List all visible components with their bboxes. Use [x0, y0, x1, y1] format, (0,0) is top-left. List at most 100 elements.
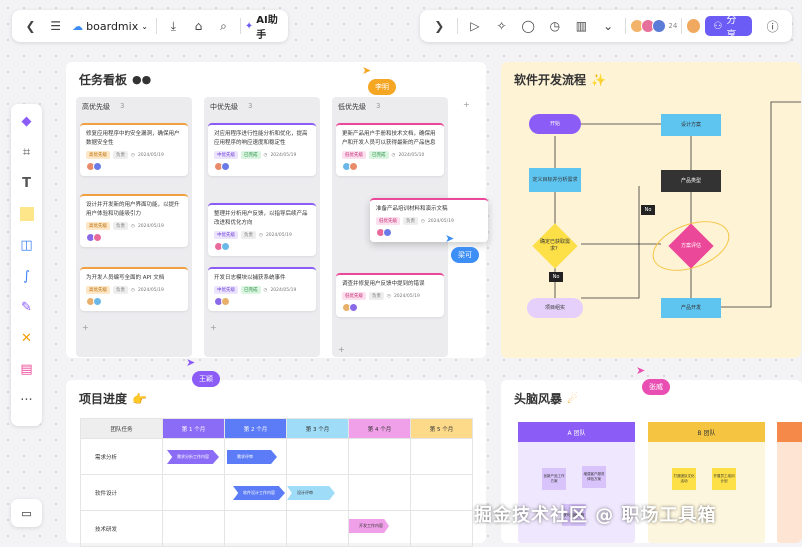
- flow-node-type[interactable]: 产品类型: [661, 170, 721, 192]
- download-icon[interactable]: ⤓: [170, 18, 176, 33]
- mindmap-icon[interactable]: ✕: [21, 330, 32, 346]
- task-card[interactable]: 更新产品用户手册和技术文档，确保用户和开发人员可以获得最新的产品信息 低优先级已…: [336, 123, 444, 176]
- celebrate-icon[interactable]: ✧: [496, 19, 507, 33]
- column-count: 3: [248, 102, 253, 110]
- priority-tag: 高优先级: [86, 222, 110, 230]
- avatar: [349, 303, 358, 312]
- card-date: 2024/05/19: [137, 287, 164, 293]
- column-count: 3: [120, 102, 125, 110]
- gantt-header-task: 团队任务: [80, 418, 163, 439]
- flow-node-doc[interactable]: 项目组实: [527, 298, 583, 318]
- gantt-bar[interactable]: 软件设计工作内容: [233, 486, 285, 500]
- task-card[interactable]: 修复应用程序中的安全漏洞，确保用户数据安全性 高优先级负责◷2024/05/19: [80, 123, 188, 176]
- progress-panel[interactable]: 项目进度 👉 团队任务 第 1 个月 第 2 个月 第 3 个月 第 4 个月 …: [66, 380, 486, 547]
- pen-icon[interactable]: ✎: [21, 299, 32, 315]
- card-title: 为开发人员编写全面的 API 文档: [86, 275, 165, 281]
- kanban-column-high: 高优先级 3 修复应用程序中的安全漏洞，确保用户数据安全性 高优先级负责◷2024…: [76, 97, 192, 357]
- add-column-button[interactable]: +: [463, 100, 470, 109]
- frame-icon[interactable]: ⌗: [22, 144, 31, 160]
- back-icon[interactable]: ❮: [25, 19, 36, 33]
- task-card[interactable]: 对应用程序进行性能分析和优化，提高应用程序的响应速度和稳定性 中优先级已完成◷2…: [208, 123, 316, 176]
- flow-node-design[interactable]: 设计方案: [661, 114, 721, 136]
- comment-icon[interactable]: ◯: [521, 19, 535, 33]
- gantt-bar[interactable]: 设计评审: [287, 486, 335, 500]
- divider: [625, 18, 627, 34]
- chart-icon[interactable]: ▥: [575, 19, 588, 33]
- eyes-icon: ●●: [132, 73, 152, 86]
- user-avatar[interactable]: [686, 18, 702, 34]
- flowchart-panel[interactable]: 软件开发流程 ✨ 开始 定义目标并分析需求 确定已获取需求？ No 项目组实 N…: [501, 62, 801, 358]
- collaborator-cursor: ➤ 张威: [636, 364, 670, 395]
- card-title: 准备产品培训材料和演示文稿: [376, 206, 448, 212]
- flow-label-no: No: [549, 272, 563, 282]
- brainstorm-panel[interactable]: 头脑风暴 ☄ A 团队 创新产品工作方案 增强客户服务体验方案 优化组织流程 B…: [501, 380, 802, 543]
- shape-icon[interactable]: ◫: [20, 237, 33, 253]
- task-card[interactable]: 为开发人员编写全面的 API 文档 高优先级负责◷2024/05/19: [80, 267, 188, 311]
- app-logo[interactable]: ☁ boardmix ⌄: [72, 20, 148, 33]
- card-date: 2024/05/19: [270, 152, 297, 158]
- collapse-icon[interactable]: ❯: [434, 19, 445, 33]
- sticky-note[interactable]: 创新产品工作方案: [542, 468, 566, 490]
- divider: [240, 18, 241, 34]
- priority-tag: 高优先级: [86, 151, 110, 159]
- flow-node-decide[interactable]: 确定已获取需求？: [531, 222, 579, 270]
- clock-icon: ◷: [263, 287, 268, 293]
- add-card-button[interactable]: +: [338, 345, 345, 354]
- gantt-bar[interactable]: 需求分析工作内容: [167, 450, 219, 464]
- flow-node-dev[interactable]: 产品开发: [661, 298, 721, 318]
- menu-icon[interactable]: ☰: [50, 19, 61, 33]
- clock-icon: ◷: [131, 223, 135, 229]
- avatar: [93, 162, 102, 171]
- sticky-note[interactable]: 优化组织流程: [562, 504, 586, 526]
- clock-icon: ◷: [259, 232, 263, 238]
- templates-icon[interactable]: ◆: [21, 113, 32, 129]
- more-icon[interactable]: ···: [20, 392, 33, 408]
- sticky-note[interactable]: 增强客户服务体验方案: [582, 466, 606, 488]
- tag-icon[interactable]: ⌂: [194, 19, 203, 33]
- left-toolbar: ◆ ⌗ T ◫ ∫ ✎ ✕ ▤ ···: [11, 104, 42, 426]
- priority-tag: 中优先级: [214, 151, 238, 159]
- task-card[interactable]: 调查并修复用户反馈中提到的错误 低优先级负责◷2024/05/19: [336, 273, 444, 317]
- table-icon[interactable]: ▤: [20, 361, 33, 377]
- search-icon[interactable]: ⌕: [220, 18, 227, 33]
- top-toolbar-right: ❯ ▷ ✧ ◯ ◷ ▥ ⌄ 24 ⚇ 分享 ⓘ: [420, 10, 792, 42]
- dragging-task-card[interactable]: 准备产品培训材料和演示文稿 低优先级负责◷2024/05/19: [370, 198, 488, 242]
- gantt-bar[interactable]: 开发工作内容: [349, 519, 389, 533]
- text-icon[interactable]: T: [22, 175, 31, 191]
- sticky-note-icon[interactable]: [16, 203, 38, 225]
- gantt-bar[interactable]: 需求评审: [227, 450, 277, 464]
- connector-icon[interactable]: ∫: [23, 268, 30, 284]
- priority-tag: 高优先级: [86, 286, 110, 294]
- add-card-button[interactable]: +: [210, 323, 217, 332]
- clock-icon: ◷: [263, 152, 268, 158]
- ai-assistant-button[interactable]: ✦ AI助手: [245, 11, 282, 41]
- flow-node-define[interactable]: 定义目标并分析需求: [529, 168, 581, 192]
- minimap-icon[interactable]: ▭: [11, 499, 42, 527]
- help-icon[interactable]: ⓘ: [766, 19, 779, 34]
- divider: [155, 18, 157, 34]
- share-button[interactable]: ⚇ 分享: [705, 15, 753, 41]
- play-icon[interactable]: ▷: [470, 19, 480, 33]
- task-card[interactable]: 设计并开发新的用户界面功能，以提升用户体验和功能吸引力 高优先级负责◷2024/…: [80, 194, 188, 247]
- cursor-arrow-icon: ➤: [362, 64, 372, 77]
- flow-node-start[interactable]: 开始: [529, 114, 581, 134]
- card-date: 2024/05/19: [265, 232, 292, 238]
- column-title: 高优先级: [82, 103, 110, 111]
- sticky-note[interactable]: 打造团队文化活动: [672, 468, 696, 490]
- sticky-note[interactable]: 开展员工培训计划: [712, 468, 736, 490]
- collaborator-avatars[interactable]: 24: [630, 19, 677, 33]
- flow-node-eval[interactable]: 方案评估: [645, 211, 737, 281]
- cursor-label: 张威: [642, 379, 670, 395]
- gantt-task: 需求分析: [80, 438, 163, 475]
- more-down-icon[interactable]: ⌄: [603, 19, 614, 33]
- owner-tag: 负责: [241, 231, 256, 239]
- team-header: B 团队: [648, 422, 765, 442]
- task-card[interactable]: 开发日志模块以捕获系统事件 中优先级已完成◷2024/05/19: [208, 267, 316, 311]
- team-header: [777, 422, 802, 442]
- task-card[interactable]: 整理并分析用户反馈，以指导后续产品改进和优化方向 中优先级负责◷2024/05/…: [208, 203, 316, 256]
- add-card-button[interactable]: +: [82, 323, 89, 332]
- card-date: 2024/05/19: [137, 223, 164, 229]
- clock-icon: ◷: [131, 287, 135, 293]
- timer-icon[interactable]: ◷: [549, 19, 561, 33]
